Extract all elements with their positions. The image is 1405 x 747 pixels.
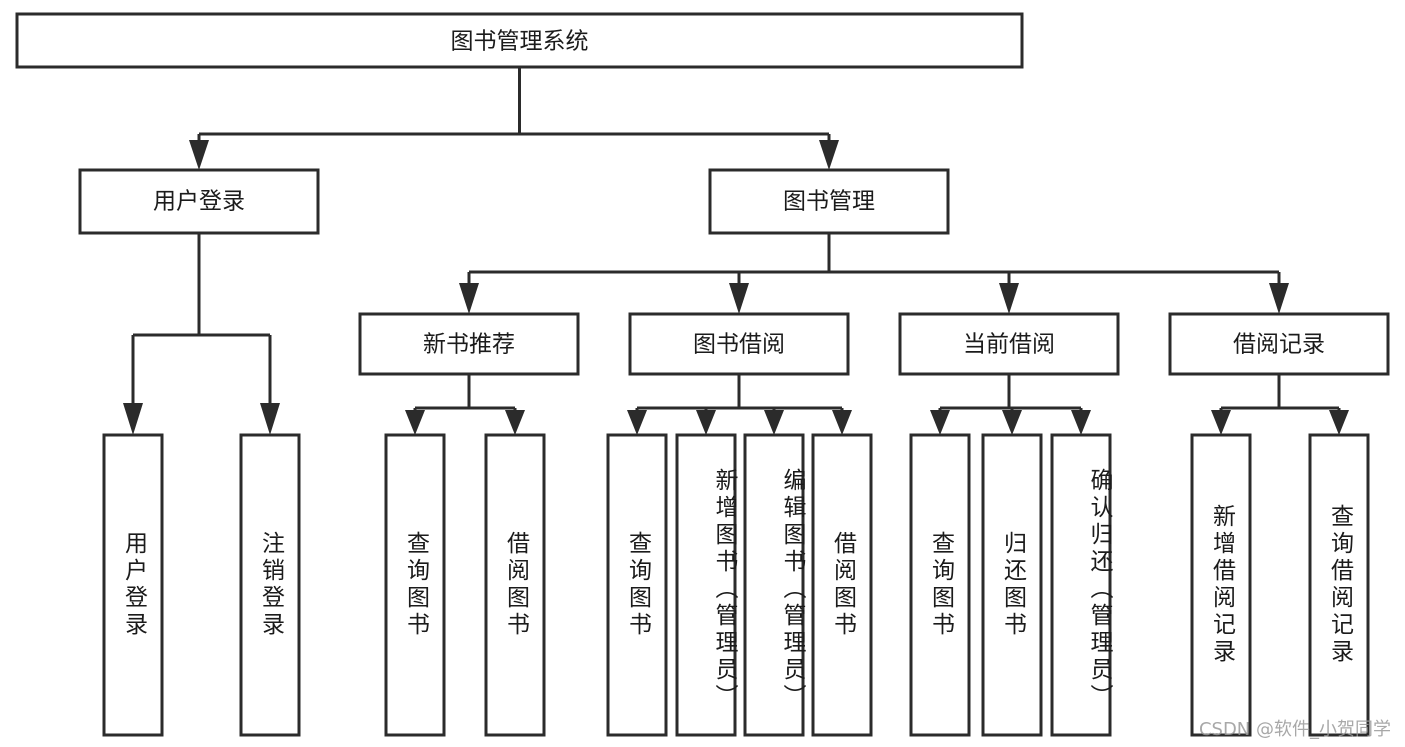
arrowhead-book-manage [819, 140, 839, 170]
node-current-borrow-box[interactable] [898, 312, 1120, 376]
node-leaf-add-book-box[interactable] [675, 433, 737, 737]
node-leaf-add-record-box[interactable] [1190, 433, 1252, 737]
arrowhead-borrow-record [1269, 283, 1289, 314]
arrowhead-leaf-add-book [696, 410, 716, 435]
node-borrow-record-box[interactable] [1168, 312, 1390, 376]
arrowhead-leaf-add-record [1211, 410, 1231, 435]
node-leaf-query-book-3-box[interactable] [909, 433, 971, 737]
arrowhead-new-book-rec [459, 283, 479, 314]
node-new-book-rec-label: 新书推荐 [423, 332, 515, 358]
node-new-book-rec-box[interactable] [358, 312, 580, 376]
node-new-book-rec[interactable]: 新书推荐 [358, 312, 580, 376]
node-book-borrow-box[interactable] [628, 312, 850, 376]
node-root-box[interactable] [15, 12, 1024, 69]
arrowhead-book-borrow [729, 283, 749, 314]
node-borrow-record-label: 借阅记录 [1233, 332, 1325, 358]
node-leaf-user-login-box[interactable] [102, 433, 164, 737]
arrowhead-leaf-return-book [1002, 410, 1022, 435]
node-book-manage[interactable]: 图书管理 [708, 168, 950, 235]
node-user-login-box[interactable] [78, 168, 320, 235]
node-root[interactable]: 图书管理系统 [15, 12, 1024, 69]
arrowhead-leaf-query-book-1 [405, 410, 425, 435]
arrowhead-leaf-borrow-book-1 [505, 410, 525, 435]
node-leaf-user-logout-box[interactable] [239, 433, 301, 737]
watermark-text: CSDN @软件_小贺同学 [1198, 719, 1391, 740]
node-book-borrow[interactable]: 图书借阅 [628, 312, 850, 376]
node-book-manage-box[interactable] [708, 168, 950, 235]
node-book-borrow-label: 图书借阅 [693, 332, 785, 358]
node-leaf-query-book-1-box[interactable] [384, 433, 446, 737]
node-leaf-borrow-book-2-box[interactable] [811, 433, 873, 737]
arrowhead-leaf-query-book-3 [930, 410, 950, 435]
node-book-manage-label: 图书管理 [783, 189, 875, 215]
connector-layer [123, 67, 1349, 435]
arrowhead-leaf-query-record [1329, 410, 1349, 435]
arrowhead-leaf-edit-book [764, 410, 784, 435]
arrowhead-leaf-query-book-2 [627, 410, 647, 435]
leaf-box-layer [102, 433, 1370, 737]
node-leaf-query-book-2-box[interactable] [606, 433, 668, 737]
arrowhead-leaf-user-login [123, 403, 143, 435]
arrowhead-leaf-user-logout [260, 403, 280, 435]
node-current-borrow-label: 当前借阅 [963, 332, 1055, 358]
arrowhead-current-borrow [999, 283, 1019, 314]
node-borrow-record[interactable]: 借阅记录 [1168, 312, 1390, 376]
arrowhead-user-login [189, 140, 209, 170]
node-user-login[interactable]: 用户登录 [78, 168, 320, 235]
node-leaf-borrow-book-1-box[interactable] [484, 433, 546, 737]
arrowhead-leaf-borrow-book-2 [832, 410, 852, 435]
node-user-login-label: 用户登录 [153, 189, 245, 215]
node-leaf-edit-book-box[interactable] [743, 433, 805, 737]
node-leaf-return-book-box[interactable] [981, 433, 1043, 737]
node-current-borrow[interactable]: 当前借阅 [898, 312, 1120, 376]
node-root-label: 图书管理系统 [451, 29, 589, 55]
node-leaf-confirm-return-box[interactable] [1050, 433, 1112, 737]
arrowhead-leaf-confirm-return [1071, 410, 1091, 435]
node-leaf-query-record-box[interactable] [1308, 433, 1370, 737]
